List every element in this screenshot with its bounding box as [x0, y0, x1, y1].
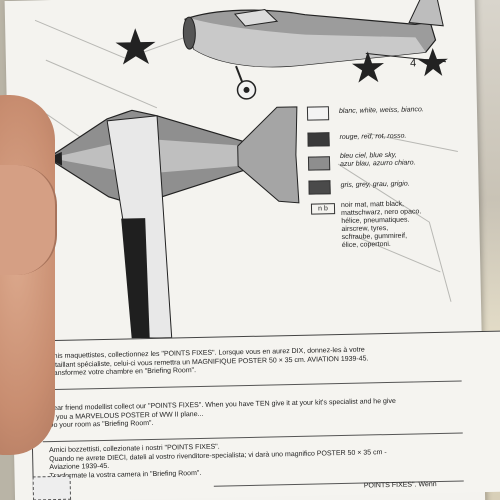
points-fixes-box: Amis maquettistes, collectionnez les "PO…	[29, 330, 500, 500]
side-star-marking	[351, 51, 384, 83]
top-star-marking	[115, 28, 156, 65]
tail-star-marking	[417, 48, 448, 77]
legend-text-noir: noir mat, matt black, mattschwarz, nero …	[340, 200, 422, 249]
legend-swatch-grey	[308, 180, 331, 195]
hand-thumb	[0, 95, 55, 455]
rule-line	[42, 432, 463, 443]
paragraph-english: Dear friend modellist collect our "POINT…	[48, 397, 396, 430]
legend-text-grey: gris, grey, grau, grigio.	[340, 180, 410, 189]
paragraph-italian: Amici bozzettisti, collezionate i nostri…	[48, 443, 387, 480]
aircraft-code: 4	[410, 57, 416, 69]
top-view-aircraft	[46, 28, 300, 339]
instruction-sheet: 4 blanc, white, weiss, bianco. rouge, re…	[4, 0, 500, 500]
legend-text-red: rouge, red, rot, rosso.	[339, 132, 407, 141]
legend-code-noir: n b	[310, 203, 336, 215]
legend-swatch-white	[306, 106, 330, 121]
legend-swatch-red	[307, 132, 330, 147]
legend-swatch-blue	[307, 156, 331, 171]
aircraft-drawings: 4	[26, 0, 458, 339]
paragraph-german-partial: POINTS FIXES". Wenn	[363, 481, 437, 490]
side-view-aircraft: 4	[182, 0, 448, 100]
hand-finger	[0, 165, 57, 275]
rule-line	[41, 380, 462, 391]
legend-text-blue: bleu ciel, blue sky, azur blau, azurro c…	[339, 151, 416, 168]
paragraph-french: Amis maquettistes, collectionnez les "PO…	[46, 346, 369, 378]
coupon-stamp	[32, 475, 72, 500]
